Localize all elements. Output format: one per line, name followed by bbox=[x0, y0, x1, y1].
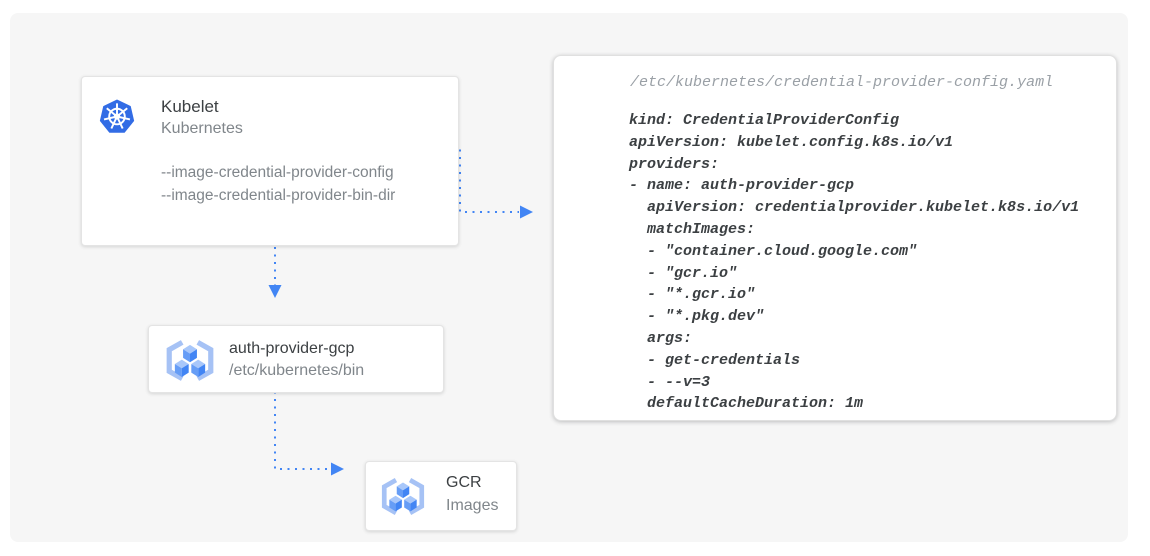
gcr-node: GCR Images bbox=[365, 461, 517, 531]
config-file-path: /etc/kubernetes/credential-provider-conf… bbox=[630, 74, 1054, 91]
cube-top-center bbox=[396, 482, 410, 499]
auth-provider-gcp-node: auth-provider-gcp /etc/kubernetes/bin bbox=[148, 325, 444, 393]
cube-top-center bbox=[183, 344, 197, 363]
auth-provider-title: auth-provider-gcp bbox=[229, 340, 355, 357]
flag-image-credential-provider-config: --image-credential-provider-config bbox=[161, 164, 394, 181]
cube-bottom-right bbox=[404, 495, 417, 512]
kubelet-subtitle: Kubernetes bbox=[161, 120, 243, 137]
flag-image-credential-provider-bin-dir: --image-credential-provider-bin-dir bbox=[161, 186, 396, 204]
container-registry-icon bbox=[166, 340, 214, 381]
kubelet-flags: --image-credential-provider-config --ima… bbox=[161, 162, 395, 207]
arrowhead-to-gcr bbox=[331, 462, 344, 476]
gcr-subtitle: Images bbox=[446, 497, 499, 514]
auth-provider-path: /etc/kubernetes/bin bbox=[229, 362, 365, 379]
gcr-title: GCR bbox=[446, 474, 482, 491]
cube-bottom-left bbox=[389, 495, 402, 512]
kubernetes-icon bbox=[99, 99, 135, 133]
config-yaml-content: kind: CredentialProviderConfig apiVersio… bbox=[629, 112, 1080, 413]
kubelet-node: Kubelet Kubernetes --image-credential-pr… bbox=[81, 76, 459, 246]
container-registry-icon bbox=[381, 478, 425, 515]
arrowhead-to-yaml bbox=[520, 205, 533, 219]
credential-provider-config-panel: /etc/kubernetes/credential-provider-conf… bbox=[553, 55, 1117, 421]
kubelet-title: Kubelet bbox=[161, 97, 219, 116]
cube-bottom-right bbox=[191, 359, 206, 377]
arrowhead-to-auth-provider bbox=[268, 285, 282, 298]
diagram-canvas: Kubelet Kubernetes --image-credential-pr… bbox=[10, 13, 1128, 542]
cube-bottom-left bbox=[174, 359, 189, 377]
